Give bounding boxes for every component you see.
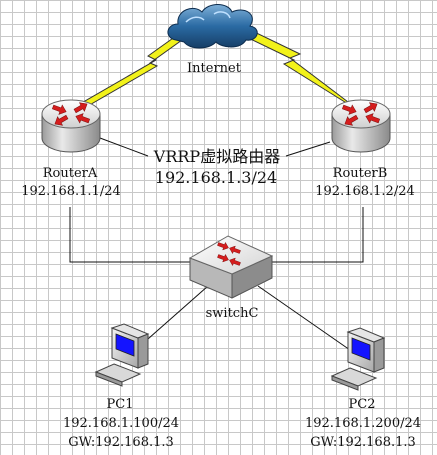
pc1-gateway: GW:192.168.1.3 — [68, 435, 174, 450]
router-a-ip: 192.168.1.1/24 — [21, 184, 121, 199]
router-a-icon — [41, 99, 101, 153]
pc1-icon — [94, 323, 150, 387]
link-switch-pc2 — [257, 285, 351, 351]
router-b-name: RouterB — [332, 166, 388, 181]
link-routera-routerb — [99, 137, 149, 157]
internet-cloud-icon — [167, 4, 258, 49]
pc2-icon — [330, 327, 386, 391]
vrrp-title: VRRP虚拟路由器 — [153, 147, 281, 166]
vrrp-ip: 192.168.1.3/24 — [154, 168, 278, 187]
pc2-gateway: GW:192.168.1.3 — [310, 435, 416, 450]
lightning-bolt-icon-right — [239, 27, 357, 109]
pc2-name: PC2 — [348, 397, 376, 412]
link-routerb-switch — [272, 207, 364, 263]
connection-lines — [69, 137, 364, 351]
router-b-icon — [331, 99, 391, 153]
router-b-ip: 192.168.1.2/24 — [315, 184, 415, 199]
switch-c-icon — [188, 235, 274, 299]
pc2-ip: 192.168.1.200/24 — [304, 416, 422, 431]
router-a-name: RouterA — [42, 166, 98, 181]
pc1-ip: 192.168.1.100/24 — [62, 416, 180, 431]
link-routera-switch — [69, 207, 192, 263]
link-routerb-vrrp — [285, 141, 331, 157]
switch-c-label: switchC — [205, 306, 259, 321]
link-switch-pc1 — [139, 285, 209, 347]
internet-label: Internet — [187, 61, 241, 76]
pc1-name: PC1 — [106, 397, 134, 412]
